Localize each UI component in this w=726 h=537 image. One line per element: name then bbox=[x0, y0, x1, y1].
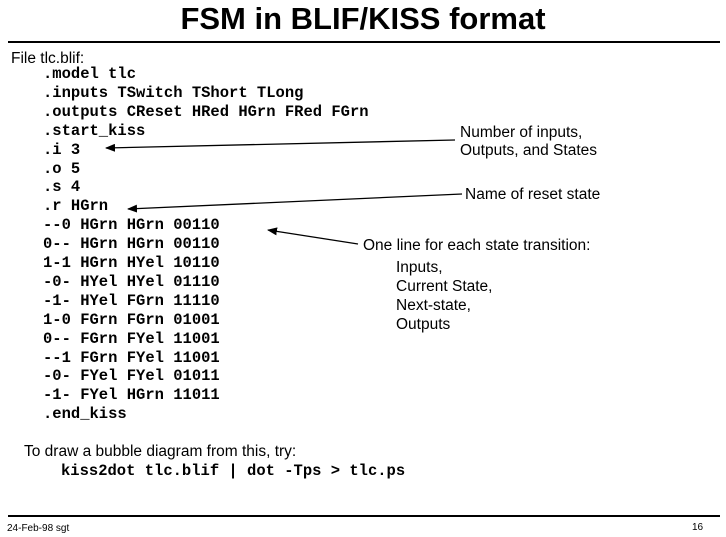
annotation-transition-inputs: Inputs, bbox=[396, 259, 443, 276]
code-line: 1-1 HGrn HYel 10110 bbox=[43, 254, 220, 272]
annotation-transition-current: Current State, bbox=[396, 278, 493, 295]
code-line: -1- HYel FGrn 11110 bbox=[43, 291, 220, 310]
arrow-to-count-lines bbox=[105, 139, 456, 152]
code-line: .s 4 bbox=[43, 178, 81, 197]
title-rule bbox=[8, 41, 720, 43]
code-line: .outputs CReset HRed HGrn FRed FGrn bbox=[43, 102, 369, 121]
arrow-to-reset-line bbox=[127, 193, 463, 213]
page-number: 16 bbox=[692, 522, 704, 533]
code-line: .start_kiss bbox=[43, 121, 146, 140]
code-line: -1- FYel HGrn 11011 bbox=[43, 386, 220, 405]
code-line: .model tlc bbox=[43, 65, 137, 83]
file-label: File tlc.blif: bbox=[11, 50, 85, 67]
code-line: .i 3 bbox=[43, 140, 81, 159]
page-title: FSM in BLIF/KISS format bbox=[180, 1, 546, 36]
kiss2dot-command: kiss2dot tlc.blif | dot -Tps > tlc.ps bbox=[61, 462, 406, 480]
footer-rule bbox=[8, 515, 720, 517]
code-line: .end_kiss bbox=[43, 405, 127, 424]
code-line: 1-0 FGrn FGrn 01001 bbox=[43, 310, 220, 329]
code-line: -0- HYel HYel 01110 bbox=[43, 272, 220, 291]
code-line: -0- FYel FYel 01011 bbox=[43, 367, 220, 386]
annotation-reset-state: Name of reset state bbox=[465, 186, 601, 203]
code-line: --1 FGrn FYel 11001 bbox=[43, 348, 220, 367]
annotation-transition-next: Next-state, bbox=[396, 297, 471, 314]
code-line: .o 5 bbox=[43, 159, 81, 178]
code-line: 0-- HGrn HGrn 00110 bbox=[43, 235, 220, 254]
annotation-transition-outputs: Outputs bbox=[396, 316, 451, 333]
code-line: --0 HGrn HGrn 00110 bbox=[43, 216, 220, 235]
annotation-num-inputs-line2: Outputs, and States bbox=[460, 142, 598, 159]
footer-date: 24-Feb-98 sgt bbox=[7, 523, 70, 534]
arrow-to-transition-line bbox=[267, 227, 359, 245]
annotation-num-inputs-line1: Number of inputs, bbox=[460, 124, 583, 141]
annotation-transition-heading: One line for each state transition: bbox=[363, 237, 591, 254]
code-line: .r HGrn bbox=[43, 197, 109, 216]
code-line: 0-- FGrn FYel 11001 bbox=[43, 329, 220, 348]
code-line: .inputs TSwitch TShort TLong bbox=[43, 83, 304, 102]
bubble-diagram-hint: To draw a bubble diagram from this, try: bbox=[24, 443, 297, 460]
